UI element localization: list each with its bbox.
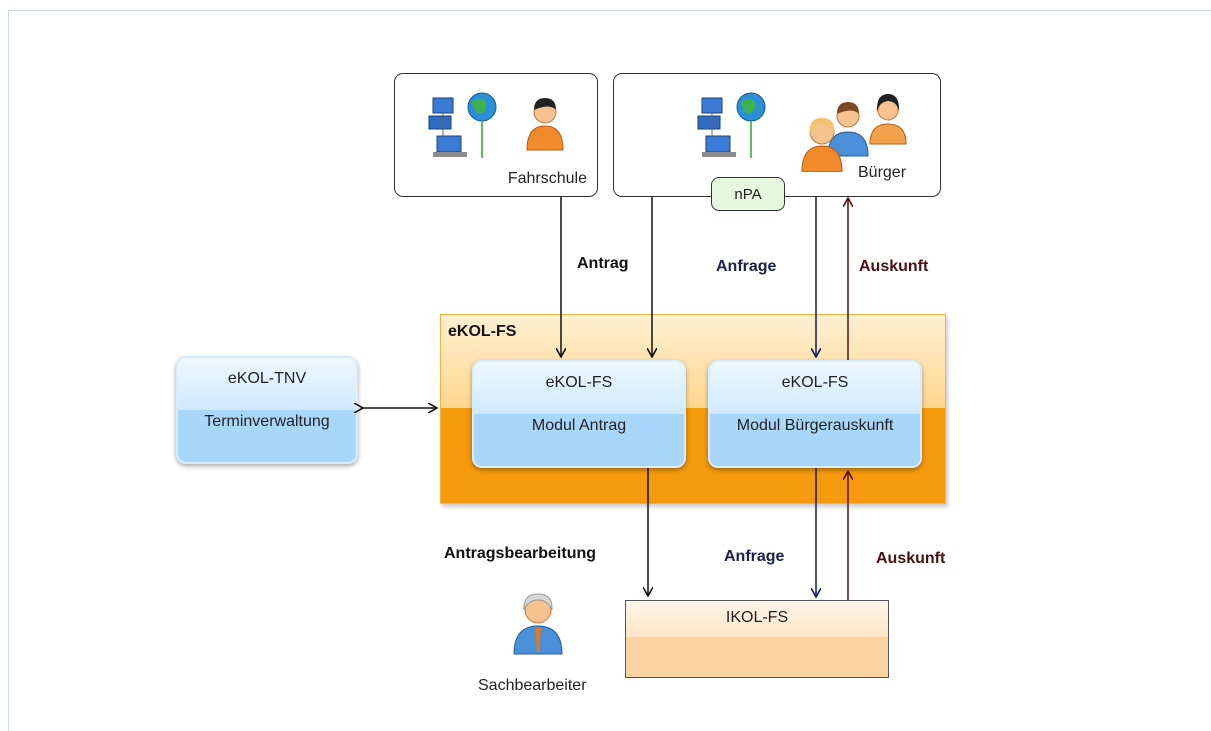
- globe-icon: [736, 92, 766, 158]
- flow-label-auskunft-bottom: Auskunft: [876, 550, 946, 567]
- flow-label-anfrage-bottom: Anfrage: [724, 548, 785, 565]
- npa-badge: nPA: [711, 177, 785, 211]
- modul-buergerauskunft-subtitle: Modul Bürgerauskunft: [736, 417, 894, 434]
- diagram-frame: [8, 10, 1211, 731]
- ikol-fs-title: IKOL-FS: [725, 609, 789, 626]
- modul-antrag-subtitle: Modul Antrag: [531, 417, 627, 434]
- computer-network-icon: [697, 97, 736, 157]
- buerger-label: Bürger: [858, 164, 907, 181]
- fahrschule-box: Fahrschule: [394, 73, 598, 197]
- buerger-box: Bürger: [613, 73, 941, 197]
- tnv-title: eKOL-TNV: [227, 370, 307, 387]
- computer-network-icon: [428, 97, 467, 157]
- ekol-tnv-module: eKOL-TNV Terminverwaltung: [176, 356, 358, 464]
- clerk-icon: [513, 593, 563, 655]
- tnv-subtitle: Terminverwaltung: [204, 413, 330, 430]
- group-icon: [801, 94, 907, 172]
- flow-label-anfrage-top: Anfrage: [716, 258, 777, 275]
- npa-label: nPA: [734, 186, 762, 203]
- modul-buergerauskunft: eKOL-FS Modul Bürgerauskunft: [708, 360, 922, 468]
- sachbearbeiter-label: Sachbearbeiter: [478, 677, 587, 694]
- flow-label-antragsbearbeitung: Antragsbearbeitung: [444, 545, 597, 562]
- flow-label-antrag: Antrag: [577, 255, 629, 272]
- person-icon: [526, 98, 564, 151]
- modul-antrag-title: eKOL-FS: [545, 374, 613, 391]
- ikol-fs-box: IKOL-FS: [625, 600, 889, 678]
- modul-antrag: eKOL-FS Modul Antrag: [472, 360, 686, 468]
- fahrschule-label: Fahrschule: [507, 170, 587, 187]
- modul-buergerauskunft-title: eKOL-FS: [781, 374, 849, 391]
- globe-icon: [467, 92, 497, 158]
- container-title: eKOL-FS: [448, 323, 517, 340]
- flow-label-auskunft-top: Auskunft: [859, 258, 929, 275]
